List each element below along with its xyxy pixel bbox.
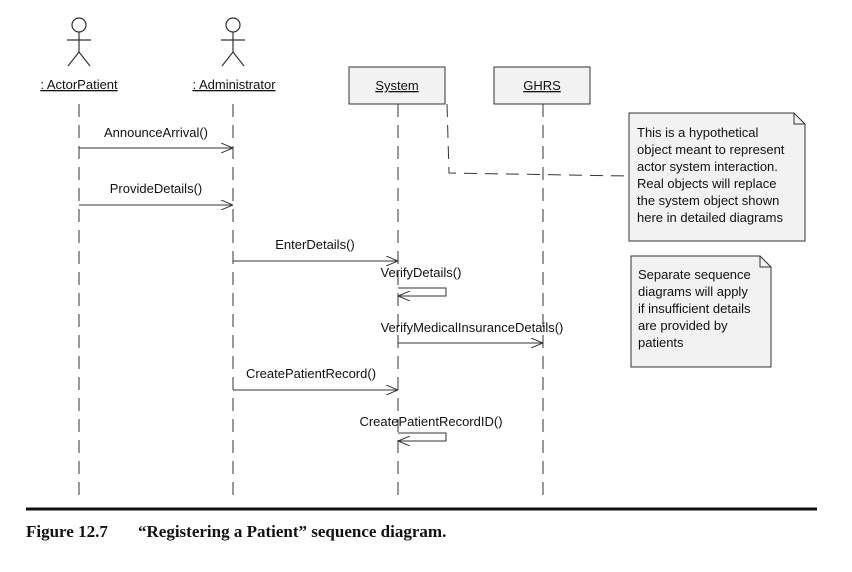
note-line: diagrams will apply bbox=[638, 284, 748, 299]
stick-figure-icon bbox=[67, 17, 91, 67]
message-label: VerifyMedicalInsuranceDetails() bbox=[381, 320, 564, 335]
note-system-object: This is a hypothetical object meant to r… bbox=[628, 112, 806, 242]
note-line: are provided by bbox=[638, 318, 728, 333]
note-line: object meant to represent bbox=[637, 142, 785, 157]
object-ghrs: GHRS bbox=[493, 66, 591, 105]
message-label: AnnounceArrival() bbox=[104, 125, 208, 140]
note-line: actor system interaction. bbox=[637, 159, 778, 174]
object-label: GHRS bbox=[523, 78, 561, 93]
figure-number: Figure 12.7 bbox=[26, 522, 108, 541]
note-line: here in detailed diagrams bbox=[637, 210, 783, 225]
note-line: Separate sequence bbox=[638, 267, 751, 282]
note-line: the system object shown bbox=[637, 193, 779, 208]
message-label: VerifyDetails() bbox=[381, 265, 462, 280]
message-label: CreatePatientRecord() bbox=[246, 366, 376, 381]
note-line: if insufficient details bbox=[638, 301, 751, 316]
note-line: Real objects will replace bbox=[637, 176, 776, 191]
message-label: EnterDetails() bbox=[275, 237, 354, 252]
figure-title: “Registering a Patient” sequence diagram… bbox=[138, 522, 447, 541]
actor-label: : ActorPatient bbox=[40, 77, 118, 92]
stick-figure-icon bbox=[221, 17, 245, 67]
note-line: This is a hypothetical bbox=[637, 125, 759, 140]
self-message-arrow bbox=[398, 432, 447, 441]
object-label: System bbox=[375, 78, 418, 93]
message-label: CreatePatientRecordID() bbox=[359, 414, 502, 429]
figure-caption: Figure 12.7 “Registering a Patient” seque… bbox=[26, 522, 826, 542]
actor-administrator: : Administrator bbox=[192, 17, 276, 92]
message-label: ProvideDetails() bbox=[110, 181, 202, 196]
note-connector bbox=[446, 103, 630, 177]
object-system: System bbox=[348, 66, 446, 105]
note-line: patients bbox=[638, 335, 684, 350]
actor-patient: : ActorPatient bbox=[40, 17, 118, 92]
note-separate-sequence: Separate sequence diagrams will apply if… bbox=[630, 255, 772, 368]
self-message-arrow bbox=[398, 287, 447, 296]
actor-label: : Administrator bbox=[192, 77, 276, 92]
